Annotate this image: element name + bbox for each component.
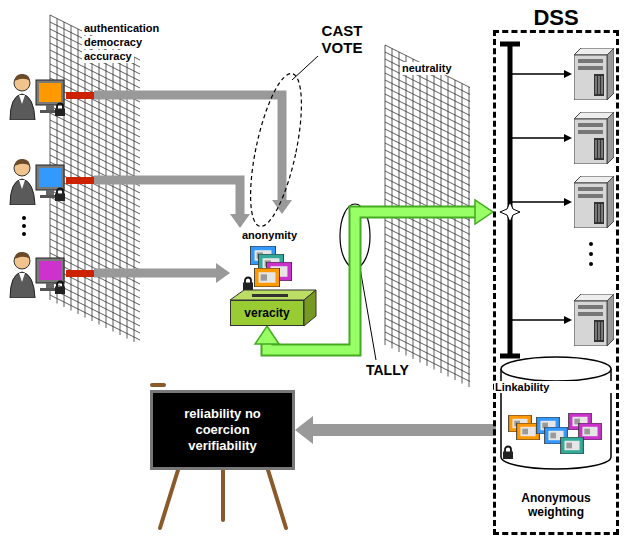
arrowhead [295,416,313,444]
mesh-wall [50,15,470,387]
property-label: accuracy [82,50,134,63]
node-label: reliability no coercion verifiability [180,406,265,455]
database: LinkabilityAnonymous weighting [496,353,616,533]
ballot-box [230,290,316,326]
node-label: Linkability [494,381,614,393]
region-title: DSS [496,6,616,30]
ballot-envelopes [243,246,292,290]
ellipsis-dots [22,216,593,266]
voter [10,74,102,120]
arrowhead [564,70,572,324]
arrowhead [255,326,279,344]
property-label: democracy [82,36,144,49]
voter [10,252,102,298]
ballot-box: veracity [230,300,304,326]
network-bus [500,44,566,356]
connector [255,200,493,350]
connector [295,416,496,444]
property-label: anonymity [240,229,299,242]
dashed-ellipse [240,70,312,231]
property-label: authentication [82,22,161,35]
property-label: neutrality [400,62,454,75]
dss-region: DSSLinkabilityAnonymous weighting [493,30,619,535]
edge-label: TALLY [364,362,411,378]
cast-vote-arrows [94,95,282,273]
voter [10,159,102,205]
result-board: reliability no coercion verifiability [150,390,295,470]
leader-line [292,56,318,80]
step-label: CAST VOTE [312,22,372,57]
server [574,48,614,346]
arrowhead [475,200,493,224]
junction-star [500,202,520,222]
caption-text: Anonymous weighting [496,491,616,520]
node-label: veracity [238,306,295,320]
leader-line [360,268,376,360]
